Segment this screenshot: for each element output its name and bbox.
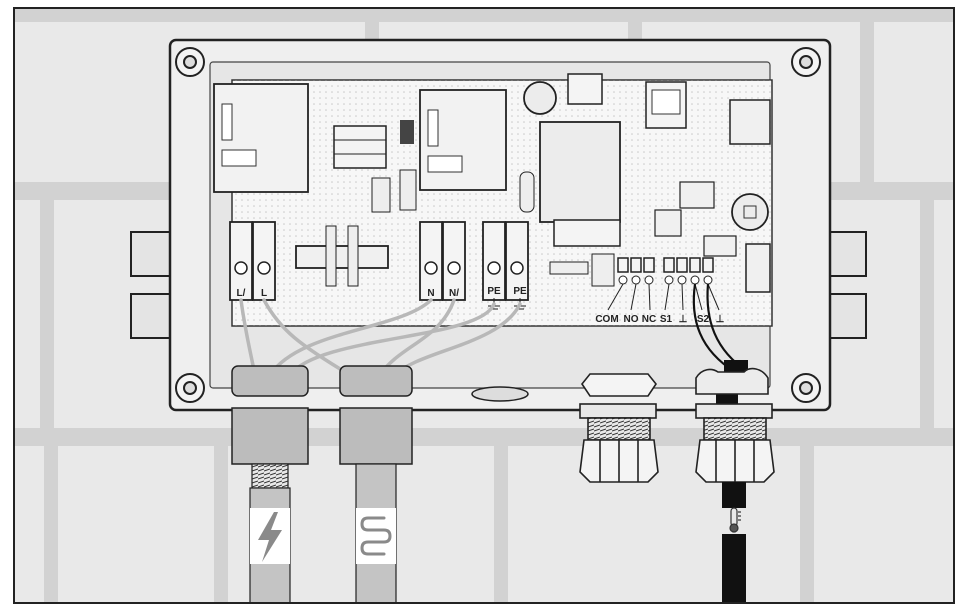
terminal-label-ground-1: ⊥ [679, 314, 688, 325]
inductor [295, 245, 389, 269]
thermometer-icon [729, 507, 741, 533]
heating-cable-gland [339, 365, 413, 604]
terminal-label-pe-1: PE [487, 286, 501, 297]
mounting-flanges [130, 231, 867, 339]
lightning-bolt-icon [258, 512, 282, 562]
terminal-label-n: N [427, 288, 434, 299]
knockout-hole [471, 386, 529, 402]
terminal-label-s1: S1 [660, 314, 673, 325]
sensor-cable-gland [695, 367, 775, 603]
transformer [539, 121, 621, 223]
mains-terminal-block: L/ L N N/ PE PE [229, 221, 529, 310]
capacitor [523, 81, 557, 115]
side-connector [745, 243, 771, 293]
image-frame [13, 7, 955, 604]
choke [333, 125, 387, 169]
terminal-label-l: L [261, 288, 267, 299]
buzzer [731, 193, 769, 231]
terminal-label-nc: NC [642, 314, 656, 325]
terminal-label-s2: S2 [697, 314, 710, 325]
spare-cable-gland [579, 373, 659, 483]
power-cable-gland [231, 365, 309, 604]
terminal-label-pe-2: PE [513, 286, 527, 297]
heating-cable-icon [360, 516, 392, 556]
terminal-label-lslash: L/ [237, 288, 246, 299]
terminal-label-ground-2: ⊥ [716, 314, 725, 325]
terminal-label-nslash: N/ [449, 288, 459, 299]
corner-screws [175, 47, 821, 403]
usb-port [729, 99, 771, 145]
terminal-label-no: NO [624, 314, 639, 325]
terminal-label-com: COM [595, 314, 618, 325]
signal-terminal-block: COM NO NC S1 ⊥ S2 ⊥ [595, 257, 725, 325]
